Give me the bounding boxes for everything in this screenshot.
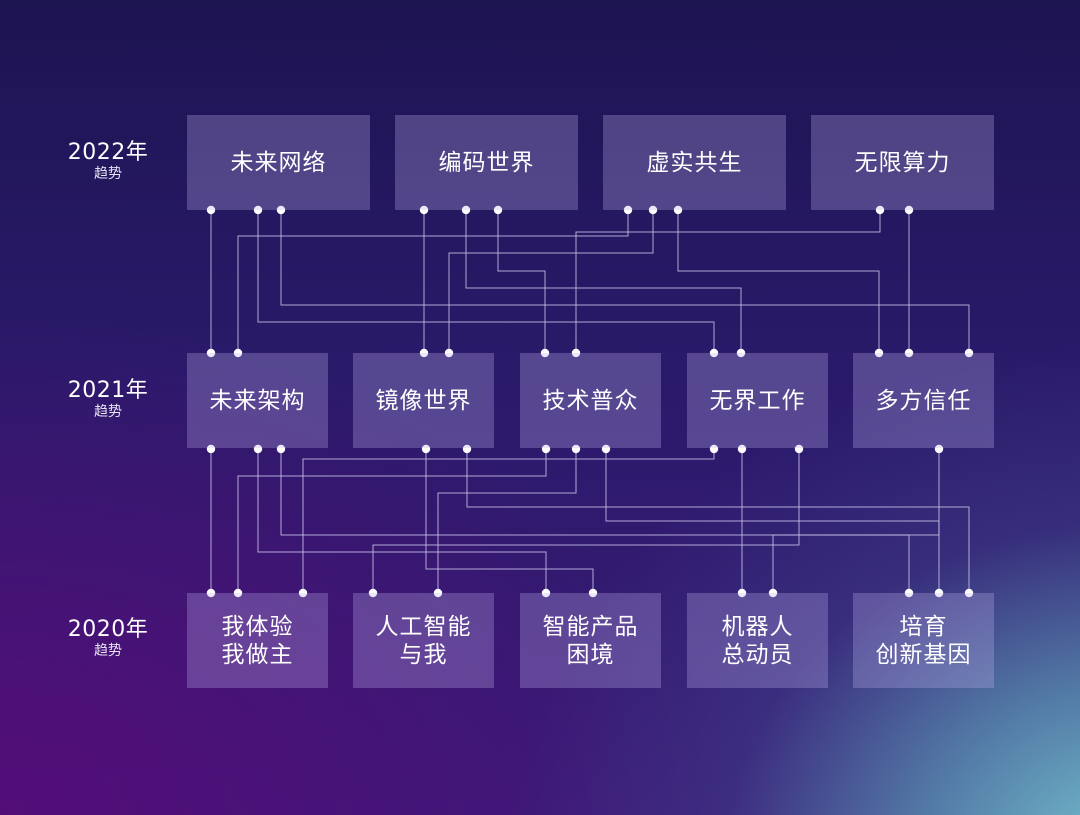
connector-dot xyxy=(934,588,944,598)
connector-dot xyxy=(737,588,747,598)
connector-dot xyxy=(433,588,443,598)
row-label-2021: 2021年 趋势 xyxy=(52,378,164,420)
row-label-2022: 2022年 趋势 xyxy=(52,140,164,182)
box-coded-world: 编码世界 xyxy=(395,115,578,210)
connector-dot xyxy=(206,348,216,358)
box-future-architecture: 未来架构 xyxy=(187,353,328,448)
connector-dot xyxy=(964,588,974,598)
connector-line xyxy=(465,210,742,353)
connector-line xyxy=(772,449,940,593)
connector-dot xyxy=(904,205,914,215)
connector-dot xyxy=(444,348,454,358)
connector-dot xyxy=(571,348,581,358)
row-subtitle: 趋势 xyxy=(94,404,122,420)
connector-dot xyxy=(768,588,778,598)
connector-dot xyxy=(419,205,429,215)
row-subtitle: 趋势 xyxy=(94,166,122,182)
box-mirror-world: 镜像世界 xyxy=(353,353,494,448)
box-borderless-work: 无界工作 xyxy=(687,353,828,448)
connector-line xyxy=(466,449,970,593)
connector-line xyxy=(425,449,594,593)
connector-line xyxy=(280,449,910,593)
connector-dot xyxy=(588,588,598,598)
connector-line xyxy=(448,210,654,353)
connector-line xyxy=(237,449,547,593)
connector-dot xyxy=(368,588,378,598)
connector-line xyxy=(372,449,800,593)
connector-dot xyxy=(874,348,884,358)
connector-dot xyxy=(206,588,216,598)
connector-line xyxy=(302,449,715,593)
connector-dot xyxy=(233,348,243,358)
box-unlimited-compute: 无限算力 xyxy=(811,115,994,210)
box-robots-mobilize: 机器人 总动员 xyxy=(687,593,828,688)
connector-dot xyxy=(419,348,429,358)
row-year: 2022年 xyxy=(67,140,149,165)
connector-dot xyxy=(276,205,286,215)
connector-dot xyxy=(462,444,472,454)
connector-dot xyxy=(964,348,974,358)
connector-dot xyxy=(421,444,431,454)
row-year: 2020年 xyxy=(67,617,149,642)
connector-dot xyxy=(737,444,747,454)
connector-dot xyxy=(461,205,471,215)
connector-dot xyxy=(541,588,551,598)
connector-dot xyxy=(709,444,719,454)
connector-line xyxy=(237,210,629,353)
connector-dot xyxy=(875,205,885,215)
connector-line xyxy=(677,210,880,353)
connector-dot xyxy=(206,205,216,215)
row-subtitle: 趋势 xyxy=(94,643,122,659)
connector-line xyxy=(497,210,546,353)
row-year: 2021年 xyxy=(67,378,149,403)
connector-dot xyxy=(540,348,550,358)
box-future-network: 未来网络 xyxy=(187,115,370,210)
connector-dot xyxy=(673,205,683,215)
connector-dot xyxy=(904,588,914,598)
connector-line xyxy=(257,210,715,353)
box-smart-product-dilemma: 智能产品 困境 xyxy=(520,593,661,688)
connector-dot xyxy=(253,205,263,215)
connector-dot xyxy=(904,348,914,358)
row-label-2020: 2020年 趋势 xyxy=(52,617,164,659)
connector-dot xyxy=(298,588,308,598)
connector-dot xyxy=(276,444,286,454)
box-virtual-real-symbiosis: 虚实共生 xyxy=(603,115,786,210)
connector-dot xyxy=(648,205,658,215)
box-ai-and-me: 人工智能 与我 xyxy=(353,593,494,688)
connector-line xyxy=(437,449,577,593)
box-innovation-gene: 培育 创新基因 xyxy=(853,593,994,688)
connector-dot xyxy=(794,444,804,454)
connector-line xyxy=(605,449,940,593)
connector-dot xyxy=(934,444,944,454)
box-tech-for-all: 技术普众 xyxy=(520,353,661,448)
box-multiparty-trust: 多方信任 xyxy=(853,353,994,448)
connector-dot xyxy=(253,444,263,454)
connector-dot xyxy=(206,444,216,454)
box-experience-is-mine: 我体验 我做主 xyxy=(187,593,328,688)
connector-dot xyxy=(571,444,581,454)
connector-dot xyxy=(736,348,746,358)
connector-dot xyxy=(623,205,633,215)
connector-dot xyxy=(541,444,551,454)
connector-line xyxy=(280,210,970,353)
connector-line xyxy=(575,210,881,353)
connector-dot xyxy=(601,444,611,454)
connector-dot xyxy=(233,588,243,598)
connector-dot xyxy=(493,205,503,215)
connector-line xyxy=(257,449,547,593)
connector-dot xyxy=(709,348,719,358)
